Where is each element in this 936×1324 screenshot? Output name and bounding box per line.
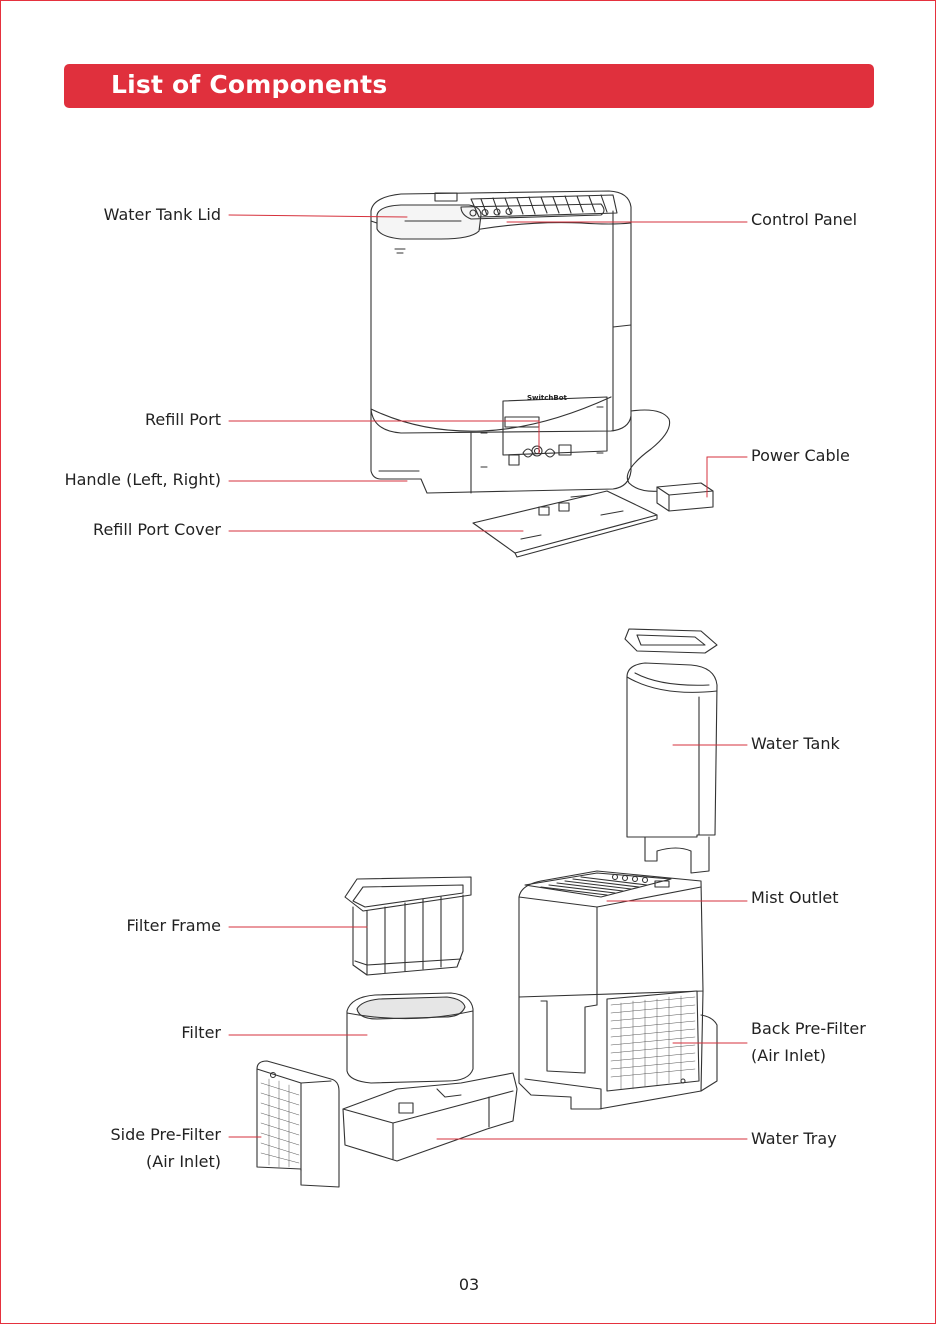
- label-power-cable: Power Cable: [751, 446, 850, 466]
- exploded-view-drawing: [257, 629, 717, 1187]
- label-control-panel: Control Panel: [751, 210, 857, 230]
- brand-logo: SwitchBot: [527, 394, 568, 402]
- assembled-humidifier-drawing: [371, 191, 713, 557]
- label-refill-port: Refill Port: [145, 410, 221, 430]
- label-filter-frame: Filter Frame: [126, 916, 221, 936]
- label-handle: Handle (Left, Right): [65, 470, 221, 490]
- label-back-prefilter: Back Pre-Filter: [751, 1019, 866, 1039]
- label-side-prefilter: Side Pre-Filter: [110, 1125, 221, 1145]
- label-water-tray: Water Tray: [751, 1129, 837, 1149]
- label-refill-port-cover: Refill Port Cover: [93, 520, 221, 540]
- label-water-tank-lid: Water Tank Lid: [104, 205, 221, 225]
- label-mist-outlet: Mist Outlet: [751, 888, 839, 908]
- label-side-prefilter-note: (Air Inlet): [146, 1152, 221, 1172]
- label-filter: Filter: [181, 1023, 221, 1043]
- label-water-tank: Water Tank: [751, 734, 840, 754]
- page-number: 03: [1, 1275, 936, 1294]
- label-back-prefilter-note: (Air Inlet): [751, 1046, 826, 1066]
